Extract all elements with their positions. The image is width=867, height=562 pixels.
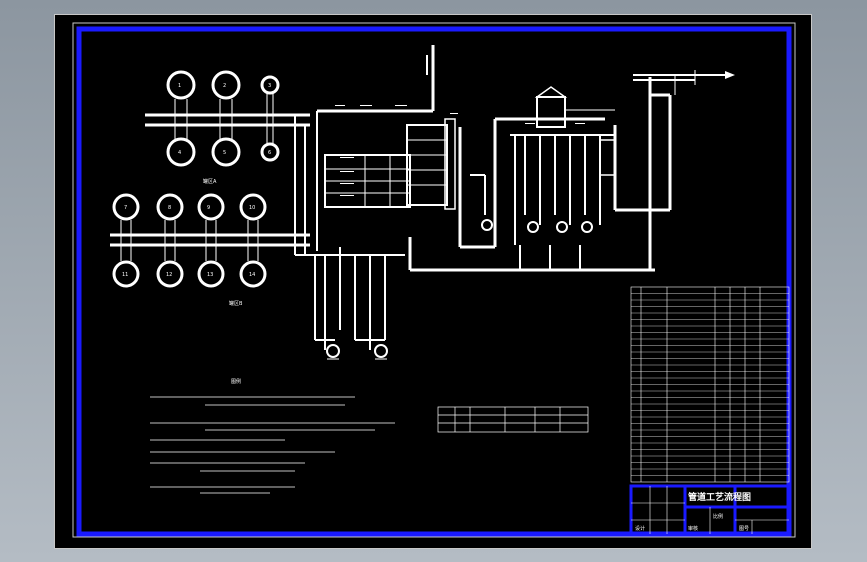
drawing-title: 管道工艺流程图	[688, 491, 751, 503]
blue-border	[76, 26, 792, 537]
pump-bank-3[interactable]	[581, 221, 593, 233]
tank-6[interactable]	[260, 142, 280, 162]
tank-8[interactable]	[156, 193, 184, 221]
annotations	[335, 105, 585, 196]
drawing-sheet: 1 2 3 4 5 6 罐区A 7 8 9 10 11 12 13 14	[54, 14, 812, 549]
tank-group-2: 7 8 9 10 11 12 13 14 罐区B	[110, 193, 310, 307]
tank-13-label: 13	[207, 272, 213, 278]
tank-4-label: 4	[178, 150, 181, 156]
title-label-1: 设计	[635, 525, 645, 532]
process-notes: 图例	[150, 378, 395, 494]
tank-12-label: 12	[166, 272, 172, 278]
tank-2-label: 2	[223, 83, 226, 89]
tank-9-label: 9	[207, 205, 210, 211]
tank-14-label: 14	[249, 272, 255, 278]
pump-mid[interactable]	[481, 219, 493, 231]
tank-group-2-label: 罐区B	[229, 300, 243, 307]
tank-11-label: 11	[122, 272, 128, 278]
title-label-4: 图号	[739, 526, 749, 532]
tank-5[interactable]	[211, 137, 241, 167]
pump-left-2[interactable]	[374, 344, 388, 358]
tank-1[interactable]	[166, 70, 196, 100]
tank-group-1-label: 罐区A	[203, 178, 217, 185]
outer-frame	[72, 22, 796, 538]
pump-bank-1[interactable]	[527, 221, 539, 233]
tank-group-1: 1 2 3 4 5 6 罐区A	[145, 70, 310, 185]
tank-1-label: 1	[178, 83, 181, 89]
tank-5-label: 5	[223, 150, 226, 156]
tank-3[interactable]	[260, 75, 280, 95]
title-label-3: 比例	[713, 513, 723, 520]
mid-table	[437, 406, 589, 433]
schematic-canvas: 1 2 3 4 5 6 罐区A 7 8 9 10 11 12 13 14	[72, 22, 796, 538]
valve-cluster	[406, 124, 448, 206]
tank-9[interactable]	[197, 193, 225, 221]
vessel[interactable]	[536, 96, 566, 128]
tank-13[interactable]	[197, 260, 225, 288]
tank-7[interactable]	[112, 193, 140, 221]
title-block: 管道工艺流程图 设计 审核 比例 图号	[629, 484, 791, 536]
tank-10-label: 10	[249, 205, 255, 211]
tank-6-label: 6	[268, 150, 271, 156]
tank-12[interactable]	[156, 260, 184, 288]
pump-bank-2[interactable]	[556, 221, 568, 233]
legend-title: 图例	[231, 378, 241, 385]
tank-11[interactable]	[112, 260, 140, 288]
tank-4[interactable]	[166, 137, 196, 167]
tank-14[interactable]	[239, 260, 267, 288]
tank-2[interactable]	[211, 70, 241, 100]
tank-7-label: 7	[124, 205, 127, 211]
tank-8-label: 8	[168, 205, 171, 211]
tank-10[interactable]	[239, 193, 267, 221]
piping-network	[294, 45, 735, 360]
tank-3-label: 3	[268, 83, 271, 89]
title-label-2: 审核	[688, 525, 698, 532]
pump-left-1[interactable]	[326, 344, 340, 358]
